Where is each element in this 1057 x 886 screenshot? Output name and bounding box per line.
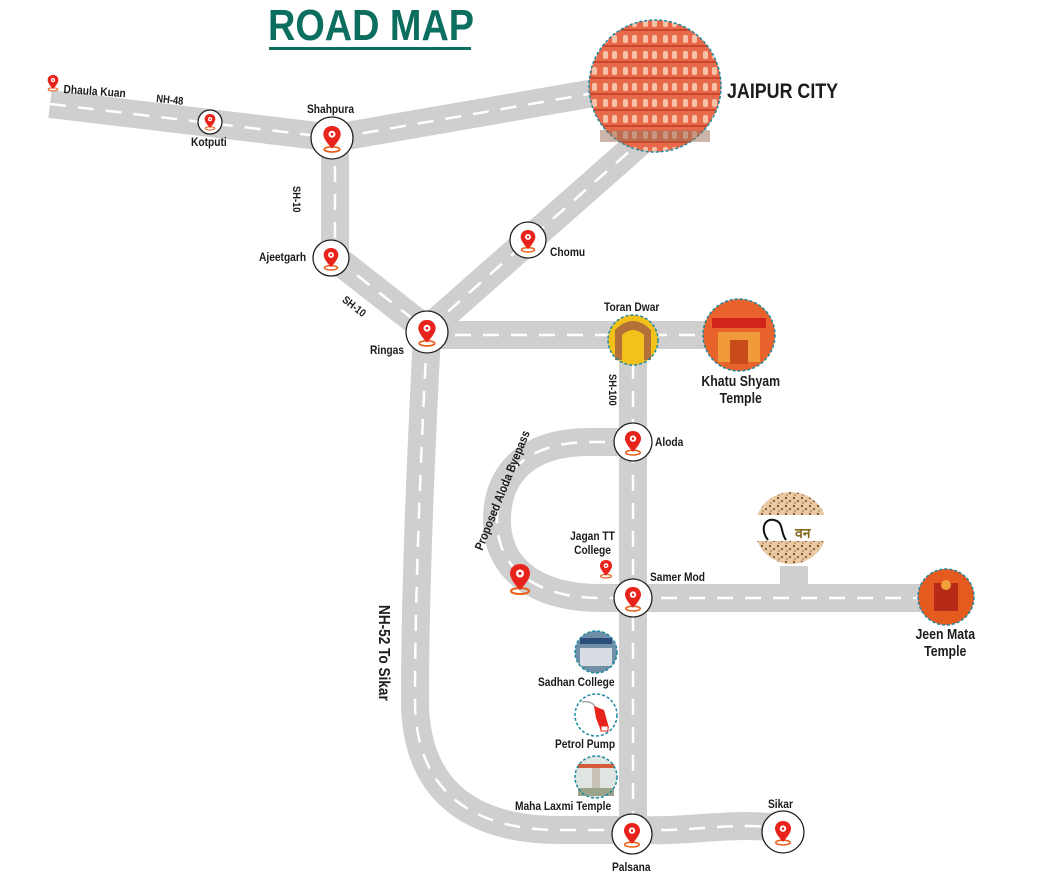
label-ringas[interactable]: Ringas xyxy=(370,343,405,357)
label-jagan-college[interactable]: Jagan TT College xyxy=(567,529,618,558)
label-khatu-shyam[interactable]: Khatu Shyam Temple xyxy=(694,374,788,407)
label-jagan-line1: Jagan TT xyxy=(570,529,615,543)
road-label-sh100: SH-100 xyxy=(606,374,618,406)
label-ajeetgarh[interactable]: Ajeetgarh xyxy=(259,250,307,264)
pin-bypass xyxy=(509,563,531,595)
node-chomu xyxy=(509,221,547,259)
label-aloda[interactable]: Aloda xyxy=(655,435,684,449)
node-samer-mod xyxy=(613,578,653,618)
label-kotputi[interactable]: Kotputi xyxy=(191,135,227,149)
toran-dwar-photo xyxy=(607,314,659,366)
khatu-shyam-photo xyxy=(702,298,776,372)
fuel-nozzle-icon xyxy=(574,693,618,737)
label-jeen-mata-line1: Jeen Mata xyxy=(915,627,976,643)
label-sikar[interactable]: Sikar xyxy=(768,797,793,811)
node-aloda xyxy=(613,422,653,462)
label-shahpura[interactable]: Shahpura xyxy=(307,102,355,116)
label-jagan-line2: College xyxy=(574,542,611,557)
label-sadhan-college[interactable]: Sadhan College xyxy=(538,675,615,689)
label-chomu[interactable]: Chomu xyxy=(550,245,586,259)
node-shahpura xyxy=(310,116,354,160)
node-kotputi xyxy=(197,109,223,135)
label-samer-mod[interactable]: Samer Mod xyxy=(650,570,705,584)
label-khatu-shyam-line2: Temple xyxy=(719,390,762,407)
maha-laxmi-photo xyxy=(574,755,618,799)
svg-text:वन: वन xyxy=(794,526,812,542)
jaipur-city-photo xyxy=(588,19,722,153)
label-jeen-mata-line2: Temple xyxy=(924,643,967,660)
pin-jagan-college xyxy=(599,559,613,579)
label-palsana[interactable]: Palsana xyxy=(612,860,651,874)
jeen-mata-photo xyxy=(917,568,975,626)
label-jaipur-city[interactable]: JAIPUR CITY xyxy=(727,80,839,103)
label-petrol-pump[interactable]: Petrol Pump xyxy=(555,737,616,751)
label-jeen-mata[interactable]: Jeen Mata Temple xyxy=(907,627,984,660)
road-label-sh10-vertical: SH-10 xyxy=(290,186,302,213)
sadhan-college-photo xyxy=(574,630,618,674)
label-maha-laxmi-temple[interactable]: Maha Laxmi Temple xyxy=(515,799,612,813)
label-toran-dwar[interactable]: Toran Dwar xyxy=(604,300,660,314)
node-ringas xyxy=(405,310,449,354)
roads xyxy=(48,78,945,845)
project-logo: वन xyxy=(755,492,827,564)
page-title: ROAD MAP xyxy=(268,1,475,50)
label-khatu-shyam-line1: Khatu Shyam xyxy=(701,374,781,390)
node-ajeetgarh xyxy=(312,239,350,277)
title-underline xyxy=(269,47,471,50)
node-sikar xyxy=(761,810,805,854)
pin-dhaula-kuan xyxy=(47,74,59,92)
map-nodes xyxy=(197,109,805,855)
road-label-nh52: NH-52 To Sikar xyxy=(375,605,392,701)
node-palsana xyxy=(611,813,653,855)
